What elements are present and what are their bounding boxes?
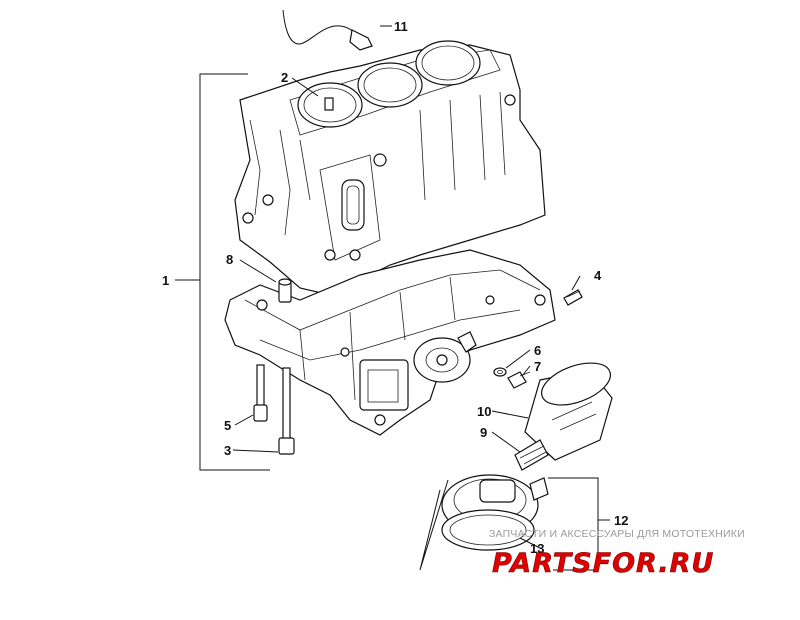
callout-2: 2 [281,70,288,85]
callout-3: 3 [224,443,231,458]
callout-8: 8 [226,252,233,267]
callout-9: 9 [480,425,487,440]
knock-sensor [282,9,373,51]
callout-7: 7 [534,359,541,374]
callout-4: 4 [594,268,602,283]
callout-1: 1 [162,273,169,288]
callout-labels: 11 2 1 8 4 6 7 5 3 10 9 12 13 [162,19,628,556]
watermark-logo: PARTSFOR.RU [492,548,714,579]
callout-10: 10 [477,404,491,419]
group-bracket-1 [175,73,270,471]
oil-filter-mount [413,331,477,383]
callout-13: 13 [530,541,544,556]
callout-11: 11 [394,19,408,34]
bolt-3 [278,367,295,455]
dowel-pin [278,278,292,303]
callout-12: 12 [614,513,628,528]
bolt-7 [507,371,531,389]
washer [493,367,507,377]
cylinder-block [234,40,546,296]
callout-6: 6 [534,343,541,358]
oil-cooler [441,474,549,551]
watermark-tagline: ЗАПЧАСТИ И АКСЕССУАРЫ ДЛЯ МОТОТЕХНИКИ [489,528,745,540]
group-bracket-12 [419,477,610,571]
threaded-nipple [514,439,549,471]
leader-lines [232,25,581,549]
oil-filter [524,362,613,461]
watermark: ЗАПЧАСТИ И АКСЕССУАРЫ ДЛЯ МОТОТЕХНИКИ PA… [489,528,745,579]
lower-crankcase [224,249,556,436]
bolt-5 [253,364,268,422]
callout-5: 5 [224,418,231,433]
bolt-4 [563,289,583,306]
